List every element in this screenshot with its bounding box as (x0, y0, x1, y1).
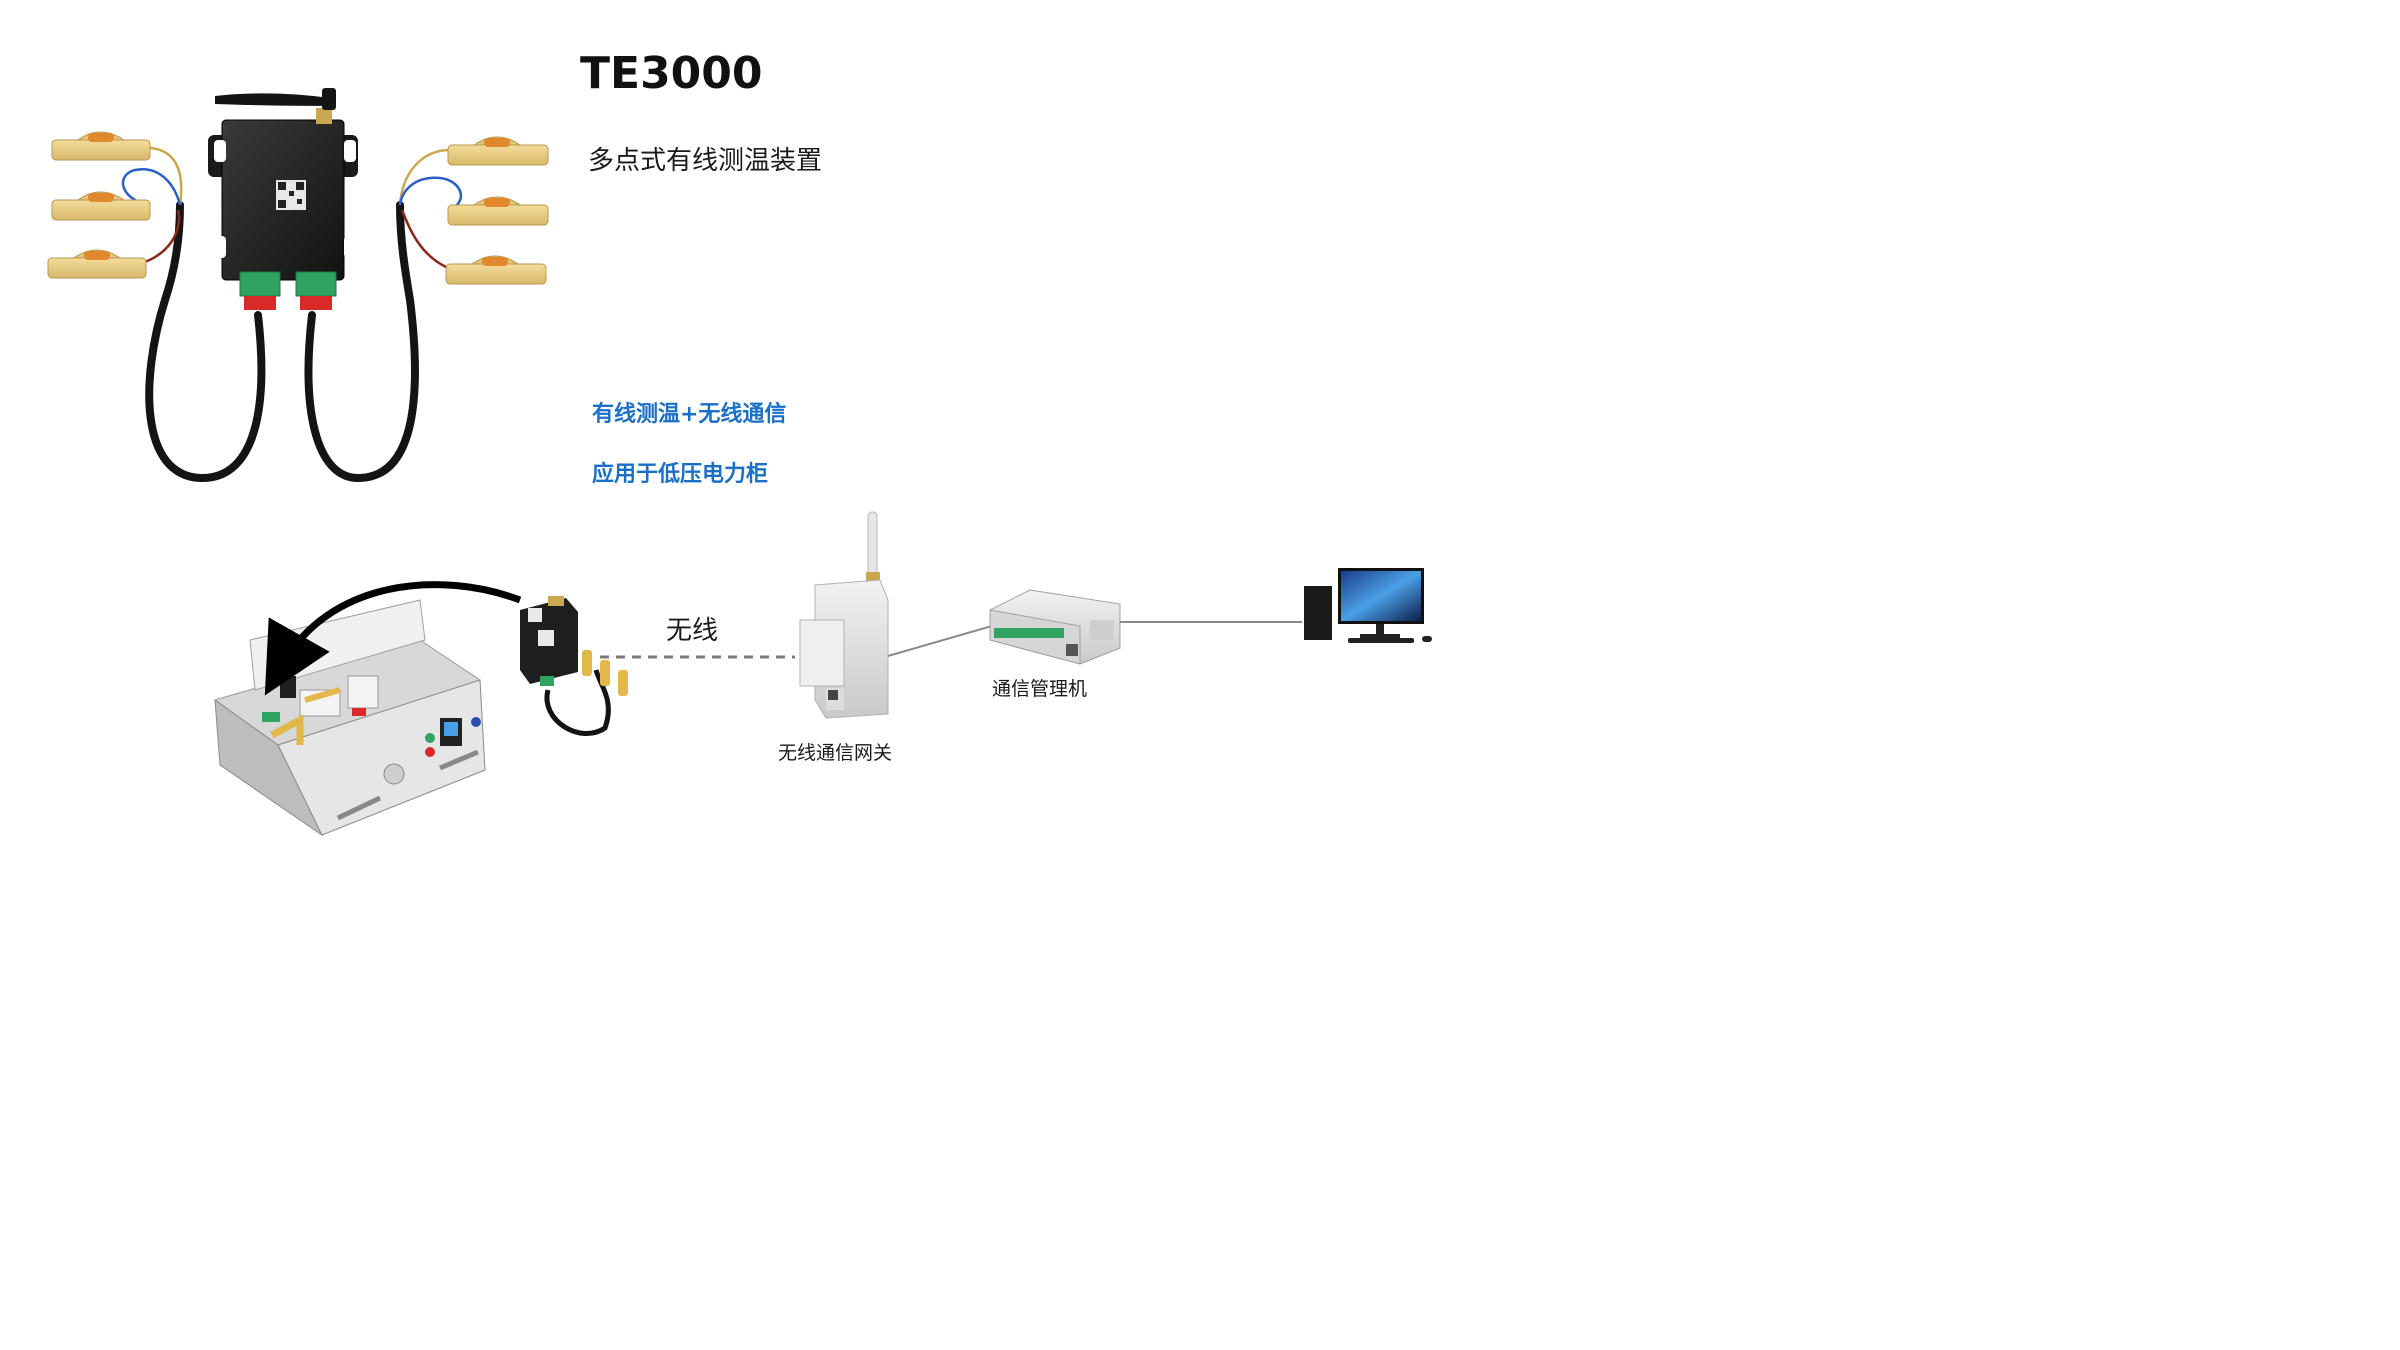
temperature-probe-left-2 (51, 191, 151, 221)
right-probe-cable (304, 201, 419, 483)
qr-code-icon (276, 180, 306, 210)
product-title: TE3000 (580, 48, 763, 99)
te3000-product-photo (47, 88, 549, 483)
left-probe-cable (145, 201, 266, 483)
temperature-probe-right-1 (447, 136, 549, 166)
wireless-link-label: 无线 (666, 616, 719, 646)
temperature-probe-left-3 (47, 249, 147, 279)
gateway-manager-link (887, 625, 993, 657)
diagram-canvas (47, 88, 1432, 837)
install-arrow (264, 581, 522, 696)
terminal-block-right (295, 271, 337, 310)
manager-label: 通信管理机 (992, 678, 1088, 700)
communication-manager-device (989, 589, 1121, 665)
feature-line-1: 有线测温+无线通信 (592, 402, 787, 427)
gateway-label: 无线通信网关 (778, 742, 893, 764)
temperature-probe-right-3 (445, 255, 547, 285)
low-voltage-cabinet-drawer (213, 599, 486, 837)
feature-line-2: 应用于低压电力柜 (592, 462, 769, 487)
te3000-small-unit (520, 596, 628, 736)
wireless-gateway-device (799, 511, 889, 719)
computer-icon (1304, 568, 1432, 643)
antenna-icon (215, 88, 336, 124)
product-subtitle: 多点式有线测温装置 (588, 146, 823, 176)
terminal-block-left (239, 271, 281, 310)
temperature-probe-right-2 (447, 196, 549, 226)
te3000-device-body (208, 119, 358, 281)
temperature-probe-left-1 (51, 131, 151, 161)
